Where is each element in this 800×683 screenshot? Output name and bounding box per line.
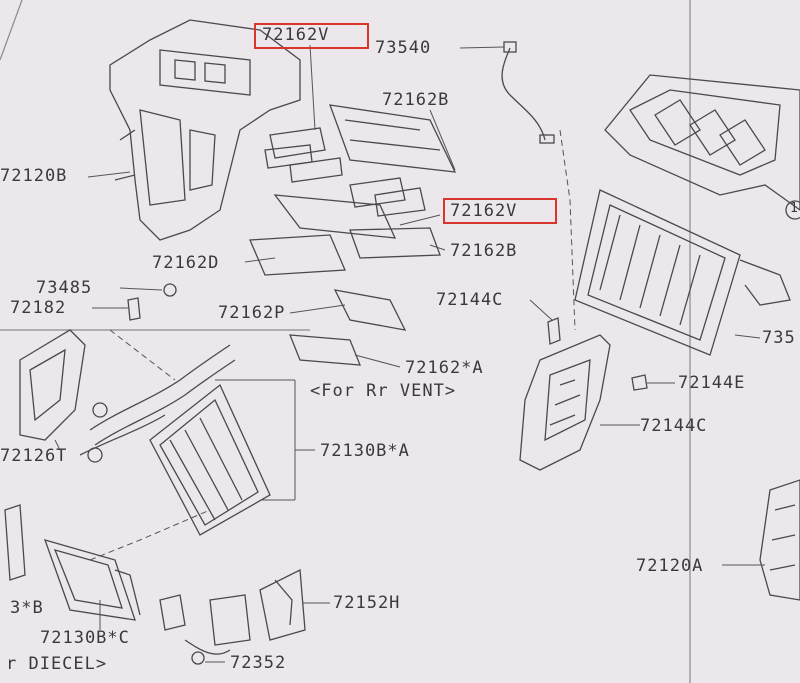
leader-72162p	[289, 304, 346, 314]
heater-core-72130b-c	[4, 504, 141, 621]
leader-72162d	[244, 257, 276, 263]
leader-735	[734, 334, 761, 339]
clip-72182	[127, 297, 141, 321]
leader-73485	[119, 287, 163, 291]
label-72130b-a: 72130B*A	[320, 441, 410, 461]
label-72120a: 72120A	[636, 556, 704, 576]
label-72162v-top: 72162V	[262, 25, 330, 45]
leader-72162v-top	[309, 44, 316, 131]
label-72162d: 72162D	[152, 253, 220, 273]
housing-72120a	[759, 479, 800, 601]
label-72162a: 72162*A	[405, 358, 484, 378]
label-72162b-top: 72162B	[382, 90, 450, 110]
highlight-box-72162v-mid	[443, 198, 557, 224]
label-72120b: 72120B	[0, 166, 68, 186]
leader-73540	[459, 46, 505, 49]
evaporator-core	[574, 189, 791, 356]
dash-guide-72182	[109, 329, 176, 381]
frame-corner-line	[0, 0, 23, 61]
label-72126t: 72126T	[0, 446, 68, 466]
clip-72144e	[631, 374, 648, 391]
housing-72120b	[109, 19, 301, 241]
bracket-72144c	[519, 334, 611, 471]
label-72130b-c: 72130B*C	[40, 628, 130, 648]
label-72352: 72352	[230, 653, 287, 673]
label-72144c-lower: 72144C	[640, 416, 708, 436]
label-72152h: 72152H	[333, 593, 401, 613]
heater-core-72130b-a	[79, 344, 271, 536]
label-72182: 72182	[10, 298, 67, 318]
clip-72144c	[547, 317, 561, 345]
leader-72120b	[87, 171, 131, 178]
dash-guide-73540	[559, 129, 576, 331]
leader-72144c-upper	[529, 299, 553, 321]
leader-72162b-top	[429, 109, 456, 171]
callout-circle-1	[785, 200, 800, 220]
pipe-72352	[184, 639, 231, 665]
label-735-right: 735	[762, 328, 796, 348]
label-diesel-note: r DIECEL>	[6, 654, 108, 674]
label-73540: 73540	[375, 38, 432, 58]
door-link-group	[249, 104, 457, 366]
leader-72130b-a	[215, 379, 315, 501]
leader-72162b-mid	[429, 244, 446, 251]
label-72162p: 72162P	[218, 303, 286, 323]
label-72144c-upper: 72144C	[436, 290, 504, 310]
label-b: 3*B	[10, 598, 44, 618]
dash-guide-72130b-c	[89, 509, 211, 561]
highlight-box-72162v-top	[254, 23, 369, 49]
bracket-72152h	[159, 568, 306, 646]
leader-72126t	[54, 439, 61, 451]
label-72162v-mid: 72162V	[450, 201, 518, 221]
leader-72162a	[354, 354, 401, 368]
label-72144e: 72144E	[678, 373, 746, 393]
sensor-wire-73540	[501, 47, 546, 141]
label-72162b-mid: 72162B	[450, 241, 518, 261]
label-rr-vent-note: <For Rr VENT>	[310, 381, 457, 401]
leader-72162v-mid	[399, 214, 441, 226]
label-73485: 73485	[36, 278, 93, 298]
duct-72126t	[19, 329, 86, 441]
label-callout-1: 1	[790, 201, 799, 216]
bolt-73485	[163, 283, 177, 297]
evaporator-case	[604, 74, 800, 211]
